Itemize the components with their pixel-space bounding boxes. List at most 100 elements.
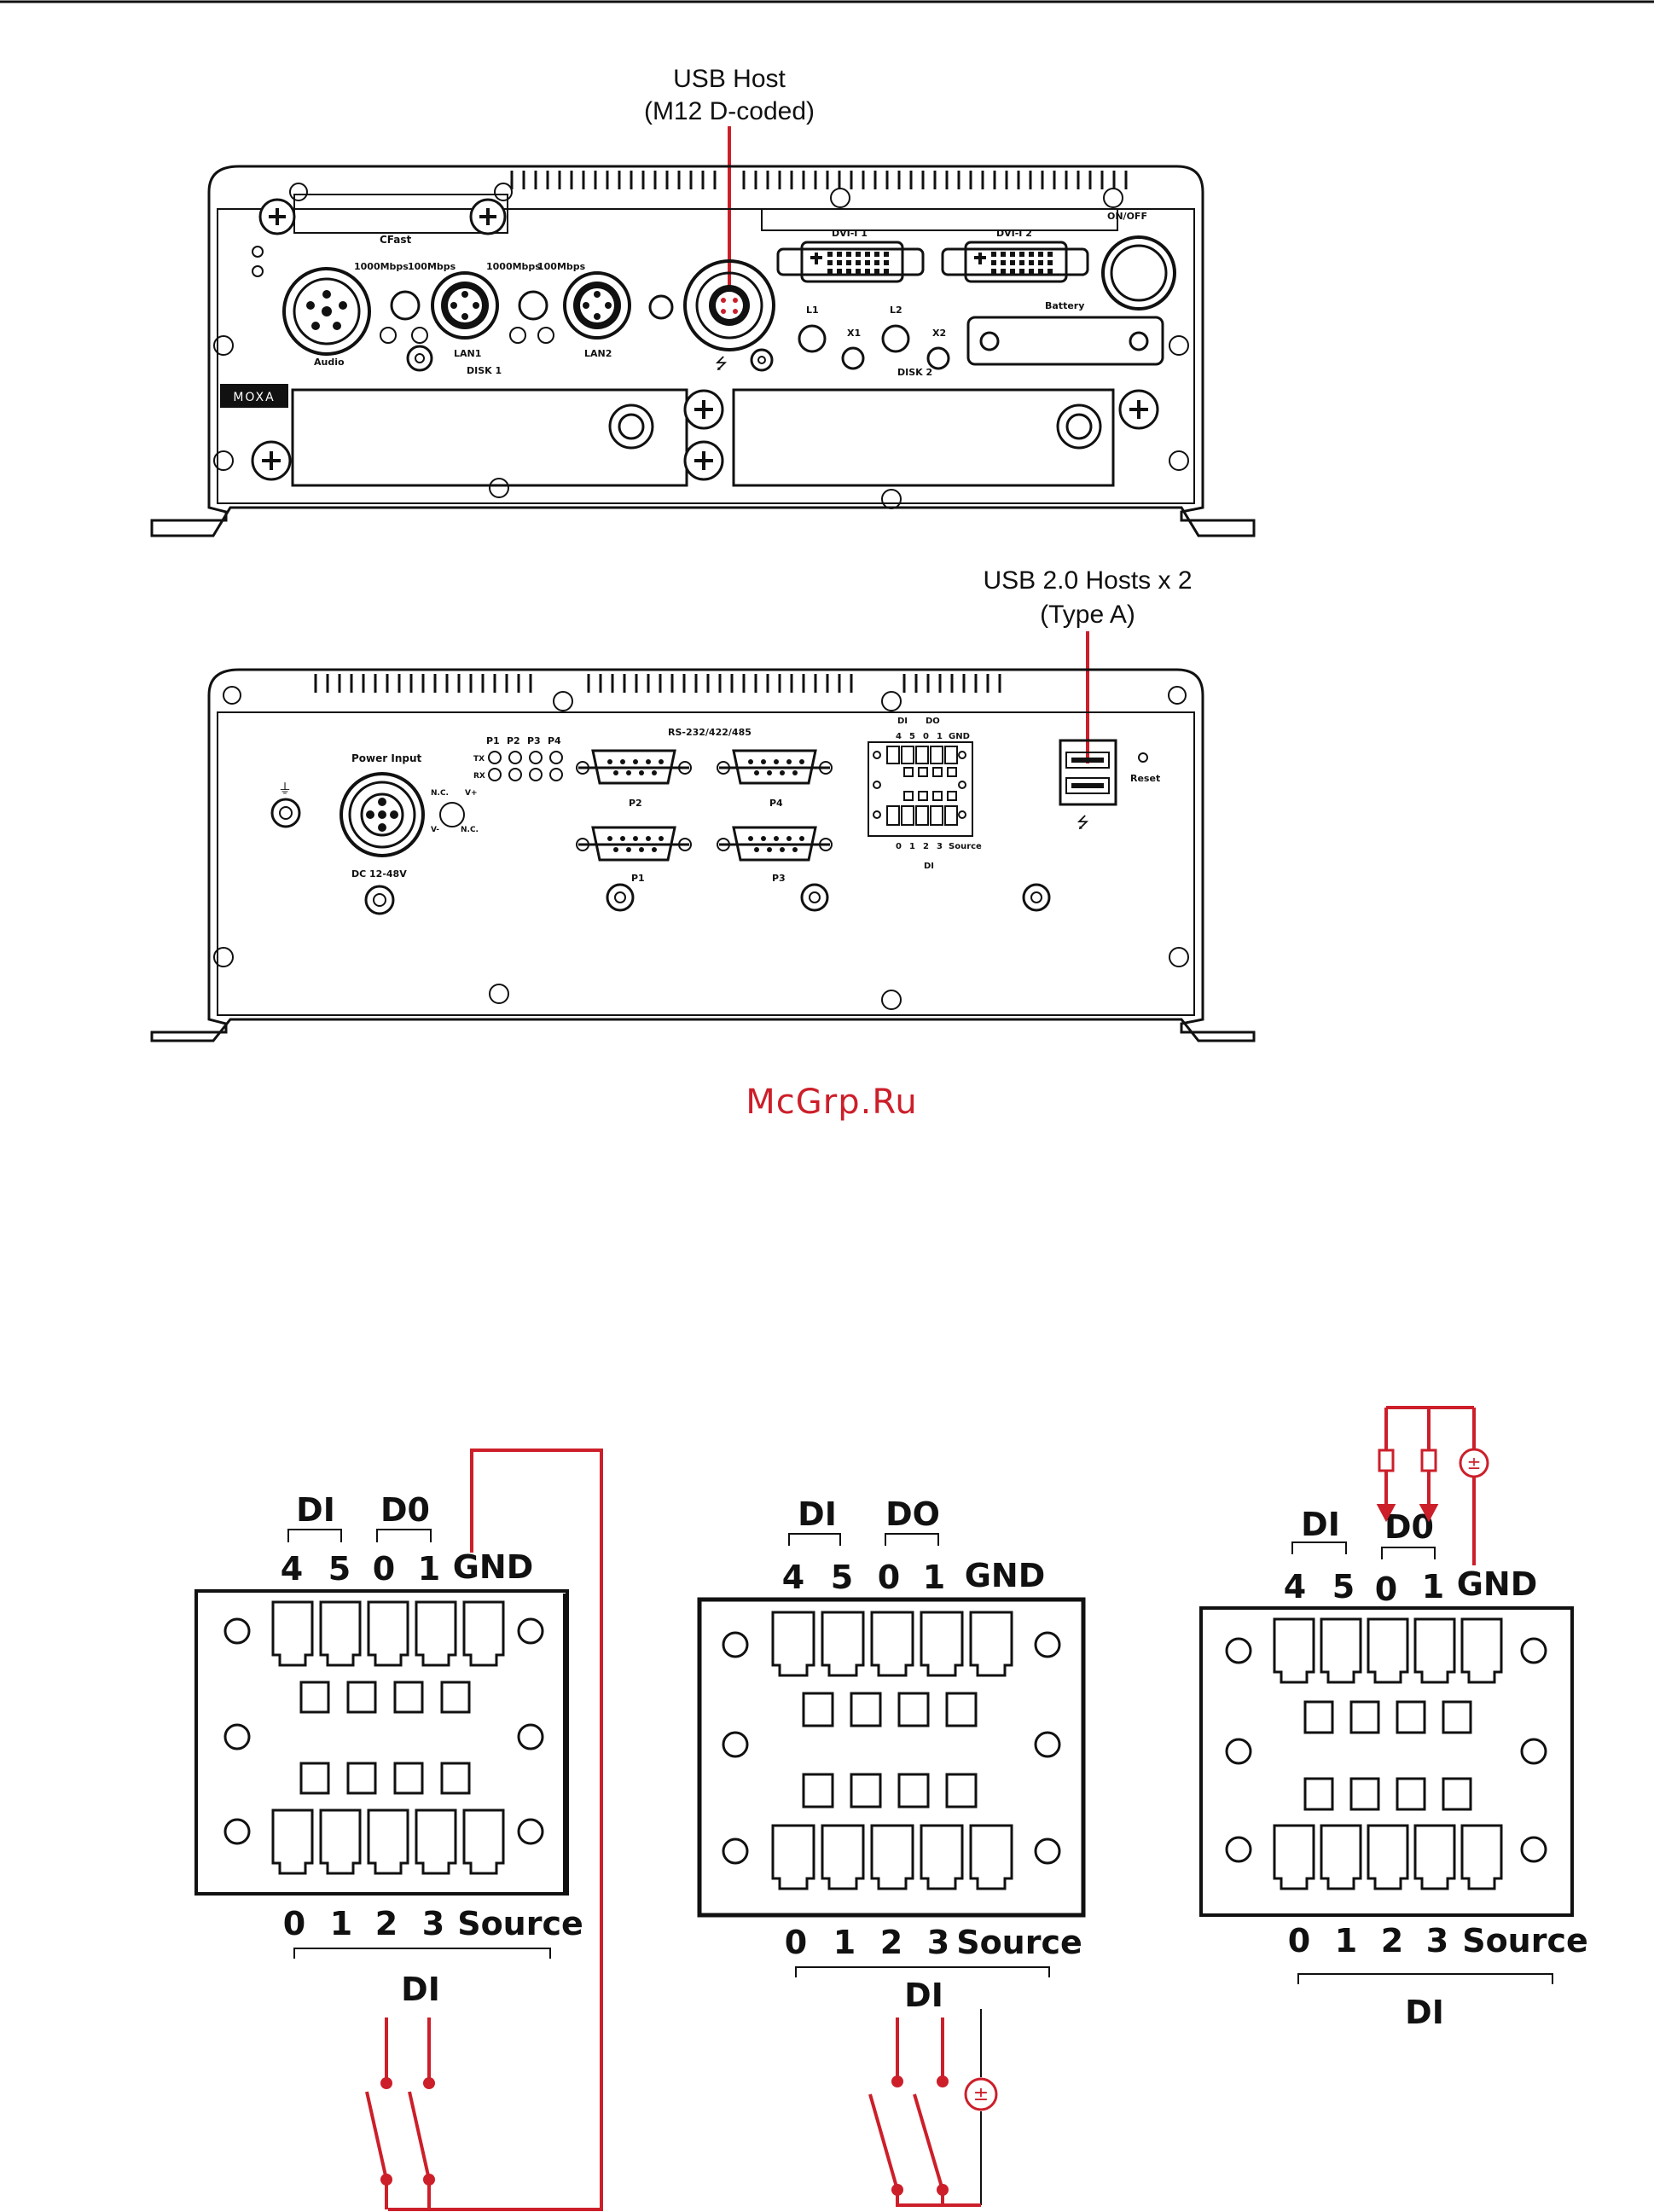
rear-callout-line1: USB 2.0 Hosts x 2 [983, 566, 1192, 595]
w3-voltage-source: ± [1459, 1408, 1489, 1565]
watermark: McGrp.Ru [746, 1083, 917, 1122]
w1-di-wires [386, 2018, 430, 2083]
mount-hole [489, 984, 509, 1004]
dvi2-connector [941, 241, 1089, 283]
w1-gnd-wire [388, 1449, 603, 2211]
led [537, 327, 554, 344]
power-screw [364, 885, 395, 915]
rear-callout-line2: (Type A) [1040, 601, 1135, 629]
w3-num-0: 0 [1375, 1570, 1397, 1608]
w1-holes [223, 1617, 544, 1845]
power-button[interactable] [1101, 235, 1176, 311]
usb-m12-connector [683, 259, 775, 351]
reset-label: Reset [1130, 773, 1160, 784]
usb-icon: ⭍ [1077, 814, 1089, 831]
front-callout-line2: (M12 D-coded) [644, 97, 815, 125]
lan2-connector [563, 271, 631, 340]
w3-num-5: 5 [1332, 1568, 1355, 1605]
rear-faceplate [217, 711, 1195, 1016]
l1-label: L1 [806, 305, 819, 316]
w2-gnd-label: GND [965, 1557, 1046, 1594]
w1-bottom-terminals [271, 1762, 505, 1875]
small-num-1: 1 [937, 732, 943, 741]
mount-hole [213, 450, 234, 471]
w1-di-bottom-bracket [293, 1948, 551, 1959]
wiring-digital-output: DI D0 4 5 0 1 GND 0 1 2 3 Source DI [1199, 1406, 1588, 2031]
small-num-4: 4 [896, 732, 902, 741]
w2-do-bracket [885, 1533, 939, 1546]
dc-label: DC 12-48V [351, 868, 407, 880]
lan2-100-label: 100Mbps [537, 261, 586, 272]
l1-led [798, 324, 827, 353]
moxa-logo-text: MOXA [233, 391, 275, 404]
mount-hole [494, 183, 513, 201]
small-do-label: DO [926, 717, 940, 726]
disk2-lock [1056, 404, 1102, 450]
led [380, 327, 397, 344]
w3-num-1: 1 [1422, 1568, 1444, 1605]
mount-hole [881, 691, 902, 711]
mount-hole [648, 294, 674, 320]
small-num-0: 0 [923, 732, 929, 741]
w1-di-bracket [287, 1529, 342, 1542]
w2-bottom-1: 1 [833, 1924, 856, 1961]
usb-typea-port-2 [1065, 777, 1110, 794]
small-source-label: Source [949, 842, 982, 851]
w2-switch-contacts [891, 2076, 949, 2196]
tray-screw [251, 440, 292, 481]
serial-port-p3 [717, 826, 833, 862]
small-di-label: DI [897, 717, 908, 726]
w2-di-label: DI [798, 1495, 837, 1533]
audio-connector [282, 267, 371, 356]
w3-load-arrows [1376, 1471, 1439, 1523]
w1-num-4: 4 [281, 1550, 303, 1588]
x2-led [926, 346, 950, 370]
w2-di-bottom-bracket [795, 1966, 1050, 1977]
w1-switches [365, 2091, 431, 2209]
small-di-2: 2 [923, 842, 929, 851]
w3-di-bottom-bracket [1297, 1973, 1553, 1984]
p1-led-label: P1 [486, 735, 500, 746]
lan1-100-label: 100Mbps [408, 261, 456, 272]
w1-num-5: 5 [328, 1550, 351, 1588]
w2-holes [722, 1631, 1061, 1865]
p3-label: P3 [772, 873, 786, 884]
front-panel: USB Host (M12 D-coded) CFast [150, 65, 1256, 537]
pin-vminus-label: V- [431, 826, 439, 834]
cfast-screw-left [258, 198, 296, 235]
lan1-1000-label: 1000Mbps [354, 261, 409, 272]
onoff-label: ON/OFF [1107, 211, 1147, 222]
w2-num-0: 0 [878, 1559, 900, 1596]
mount-hole [489, 478, 509, 498]
moxa-logo [220, 384, 288, 408]
small-dio-terminals [873, 746, 966, 826]
w3-di-bottom-label: DI [1405, 1994, 1444, 2031]
w3-di-bracket [1291, 1541, 1347, 1554]
w1-bottom-1: 1 [330, 1905, 352, 1942]
w1-source-label: Source [457, 1905, 583, 1942]
w2-num-4: 4 [782, 1559, 804, 1596]
lan1-connector [431, 271, 499, 340]
x1-led [841, 346, 865, 370]
disk1-tray [291, 388, 688, 487]
rx-label: RX [473, 772, 485, 781]
front-callout-line1: USB Host [673, 65, 786, 93]
mount-hole [1169, 947, 1189, 967]
w1-top-terminals [271, 1600, 505, 1714]
w2-terminal-block [697, 1597, 1086, 1918]
w2-num-1: 1 [923, 1559, 945, 1596]
tray-screw [683, 389, 724, 430]
w1-bottom-0: 0 [283, 1905, 305, 1942]
ground-icon: ⏚ [278, 781, 292, 797]
w1-bottom-2: 2 [375, 1905, 398, 1942]
reset-button[interactable] [1138, 752, 1148, 763]
mount-hole [881, 489, 902, 509]
battery-label: Battery [1045, 300, 1084, 311]
usb-typea-port-1-tongue [1071, 758, 1104, 763]
serial-screw [800, 883, 829, 912]
led-1000-lan1 [390, 290, 421, 321]
disk1-screw [406, 345, 433, 372]
pin-nc2-label: N.C. [461, 826, 479, 834]
l2-label: L2 [890, 305, 902, 316]
w1-gnd-label: GND [453, 1548, 534, 1586]
